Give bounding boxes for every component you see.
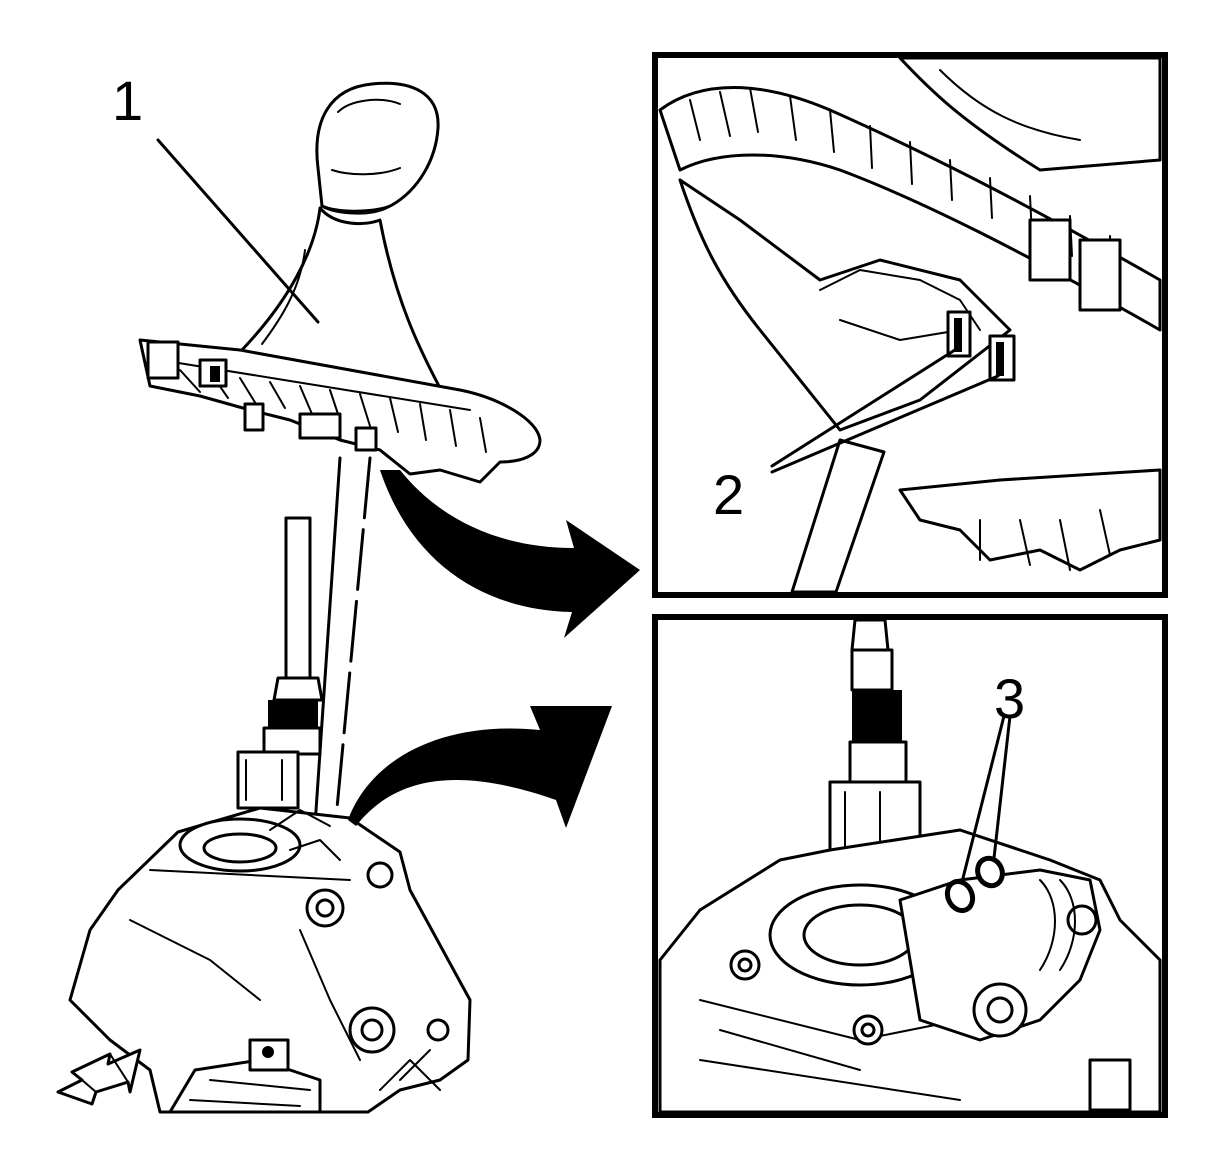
callout-3-leader-b — [992, 714, 1012, 860]
callout-1-leader — [156, 138, 320, 324]
callout-3: 3 — [994, 667, 1025, 730]
callout-3-leader-a — [960, 714, 1006, 884]
shifter-base-housing — [68, 806, 472, 1114]
alignment-lines — [312, 456, 372, 842]
pointer-arrow-bottom — [348, 706, 612, 828]
shift-knob-assembly — [138, 81, 542, 484]
callout-1: 1 — [112, 69, 143, 132]
main-illustration — [56, 81, 640, 1114]
inset-bezel-clips — [652, 52, 1168, 598]
pointer-arrow-top — [380, 470, 640, 638]
callout-2-leader-a — [770, 346, 960, 468]
o-ring-pair — [944, 855, 1005, 914]
arrow-front-icon — [56, 1048, 142, 1106]
callout-2-leader-b — [770, 374, 1000, 474]
callout-2: 2 — [713, 463, 744, 526]
shift-lever-shaft — [236, 516, 324, 810]
inset-shifter-orings — [652, 614, 1168, 1118]
